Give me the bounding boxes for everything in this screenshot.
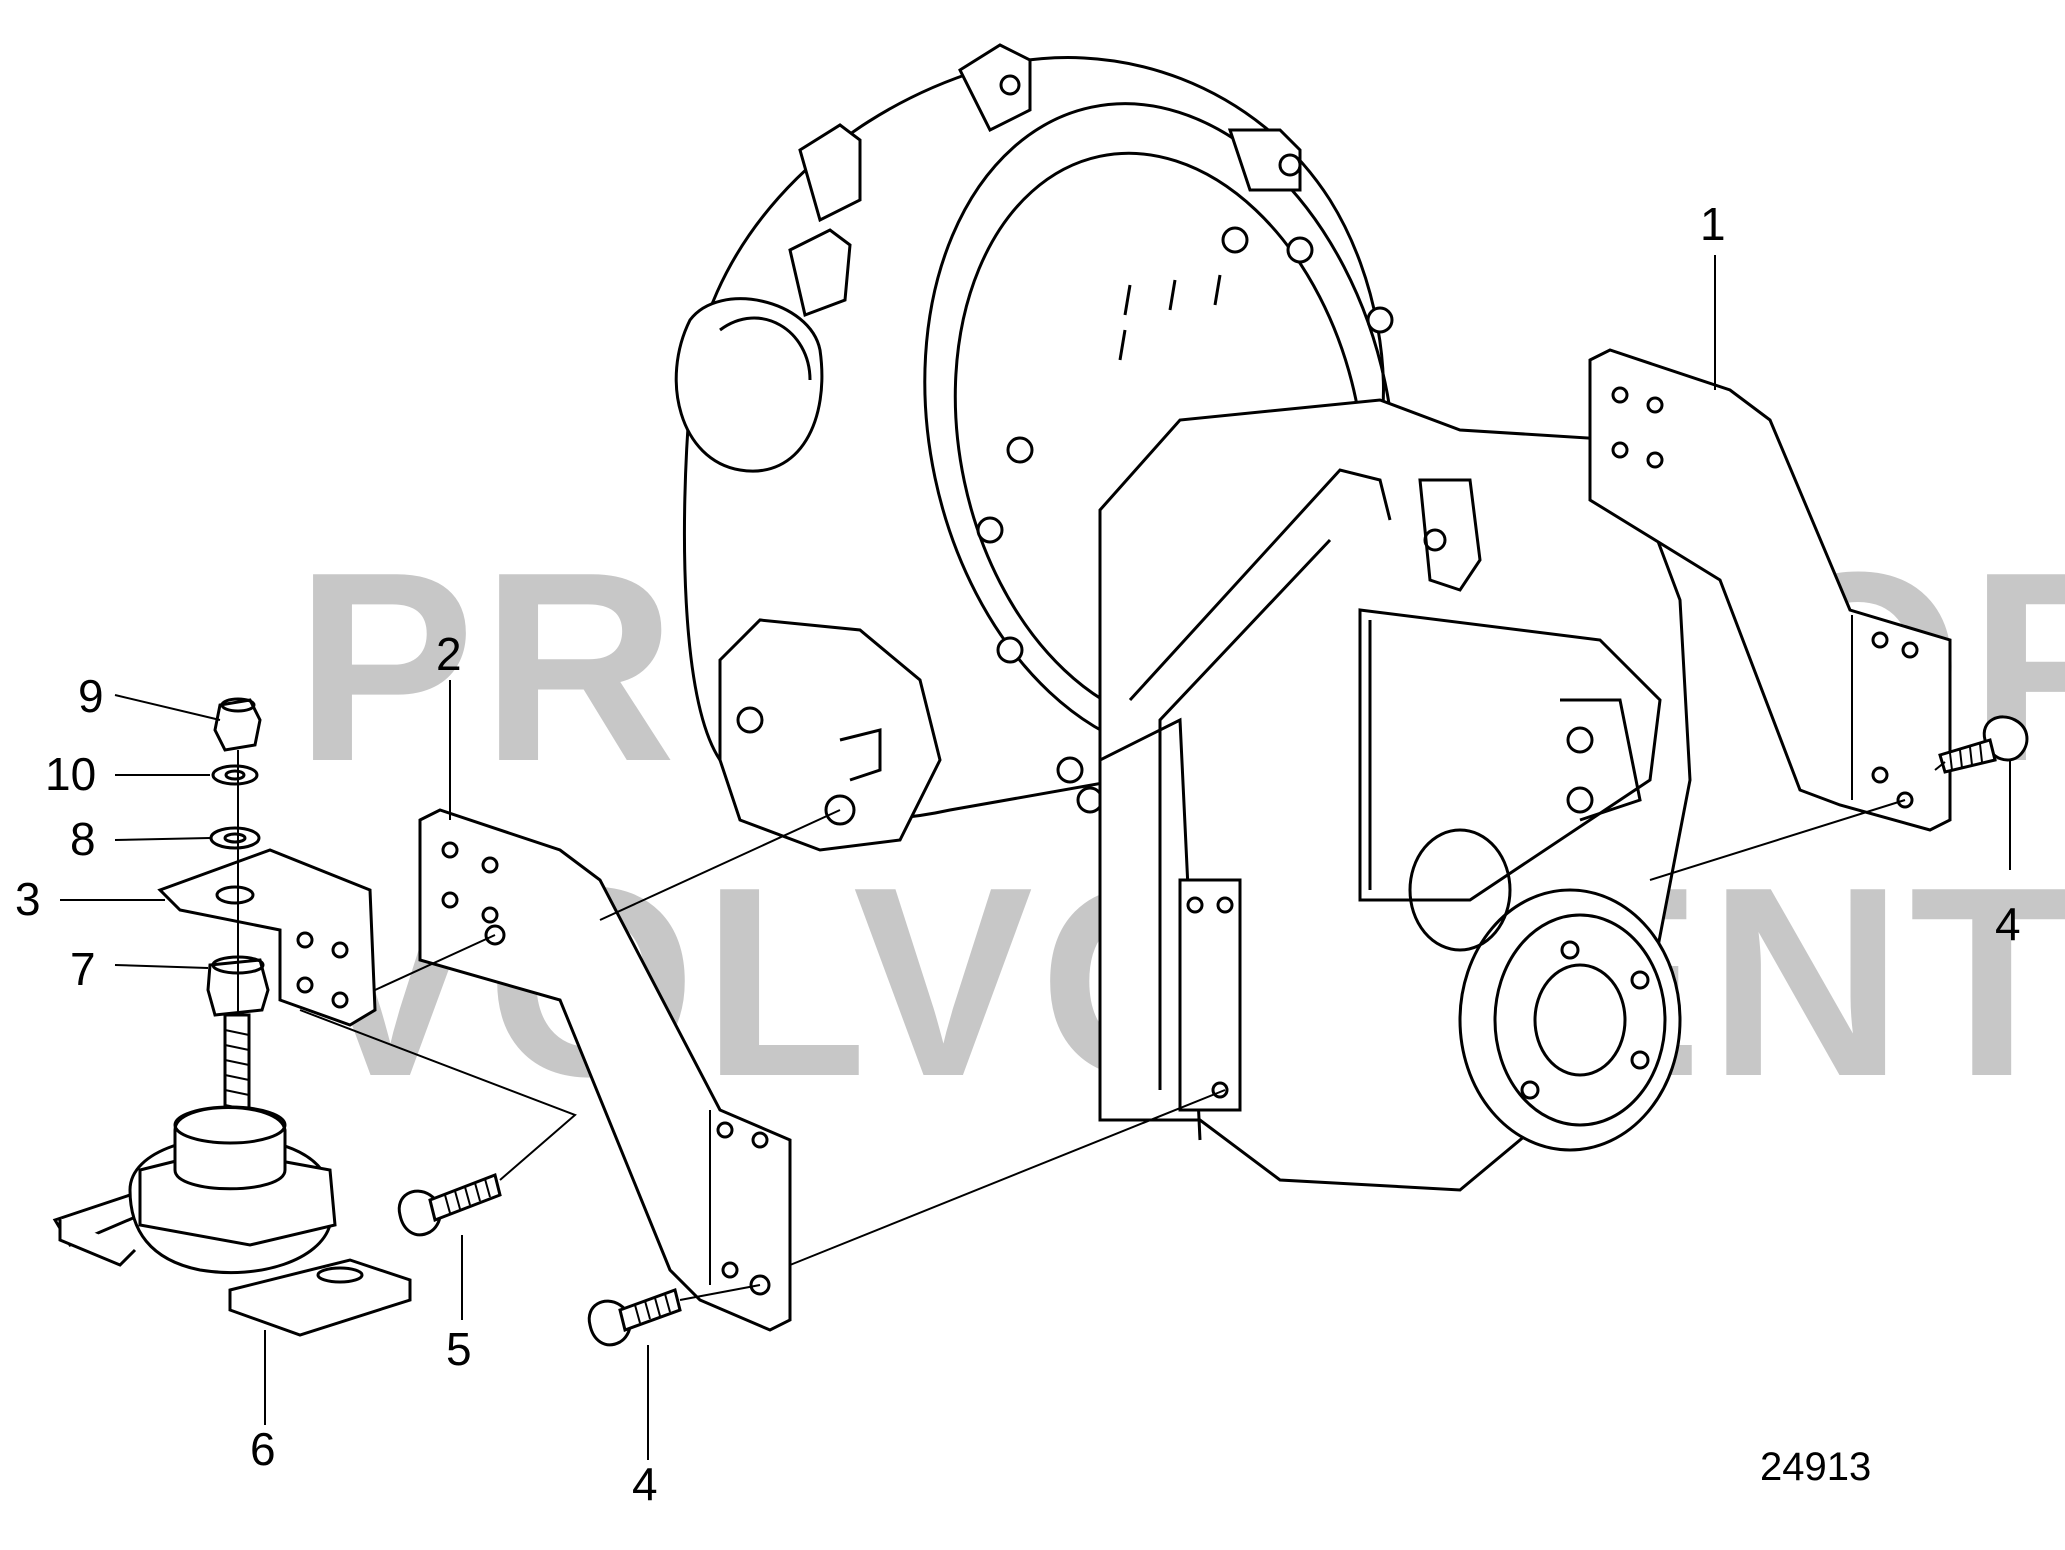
callout-4-right: 4	[1995, 898, 2021, 950]
callout-6: 6	[250, 1423, 276, 1475]
callout-1: 1	[1700, 198, 1726, 250]
angle-bracket	[157, 848, 377, 1027]
bolt-left-lower	[587, 1288, 682, 1347]
bolt-5	[397, 1172, 502, 1237]
callout-10: 10	[45, 748, 96, 800]
output-flange	[1458, 888, 1682, 1152]
gearbox-assembly	[674, 43, 1692, 1192]
callout-8: 8	[70, 813, 96, 865]
callout-2: 2	[436, 628, 462, 680]
callout-4-bottom: 4	[632, 1458, 658, 1510]
assembly-lines	[60, 255, 2011, 1460]
rubber-mount	[52, 1105, 412, 1337]
callout-9: 9	[78, 670, 104, 722]
bolt-right	[1938, 715, 2029, 774]
callout-3: 3	[15, 873, 41, 925]
callouts: 1 2 3 4 4 5 6 7 8 9 10	[15, 198, 2021, 1510]
figure-number: 24913	[1760, 1445, 1871, 1489]
bracket-right	[1588, 348, 1952, 832]
callout-7: 7	[70, 943, 96, 995]
callout-5: 5	[446, 1323, 472, 1375]
flange-bolts	[976, 226, 1394, 814]
